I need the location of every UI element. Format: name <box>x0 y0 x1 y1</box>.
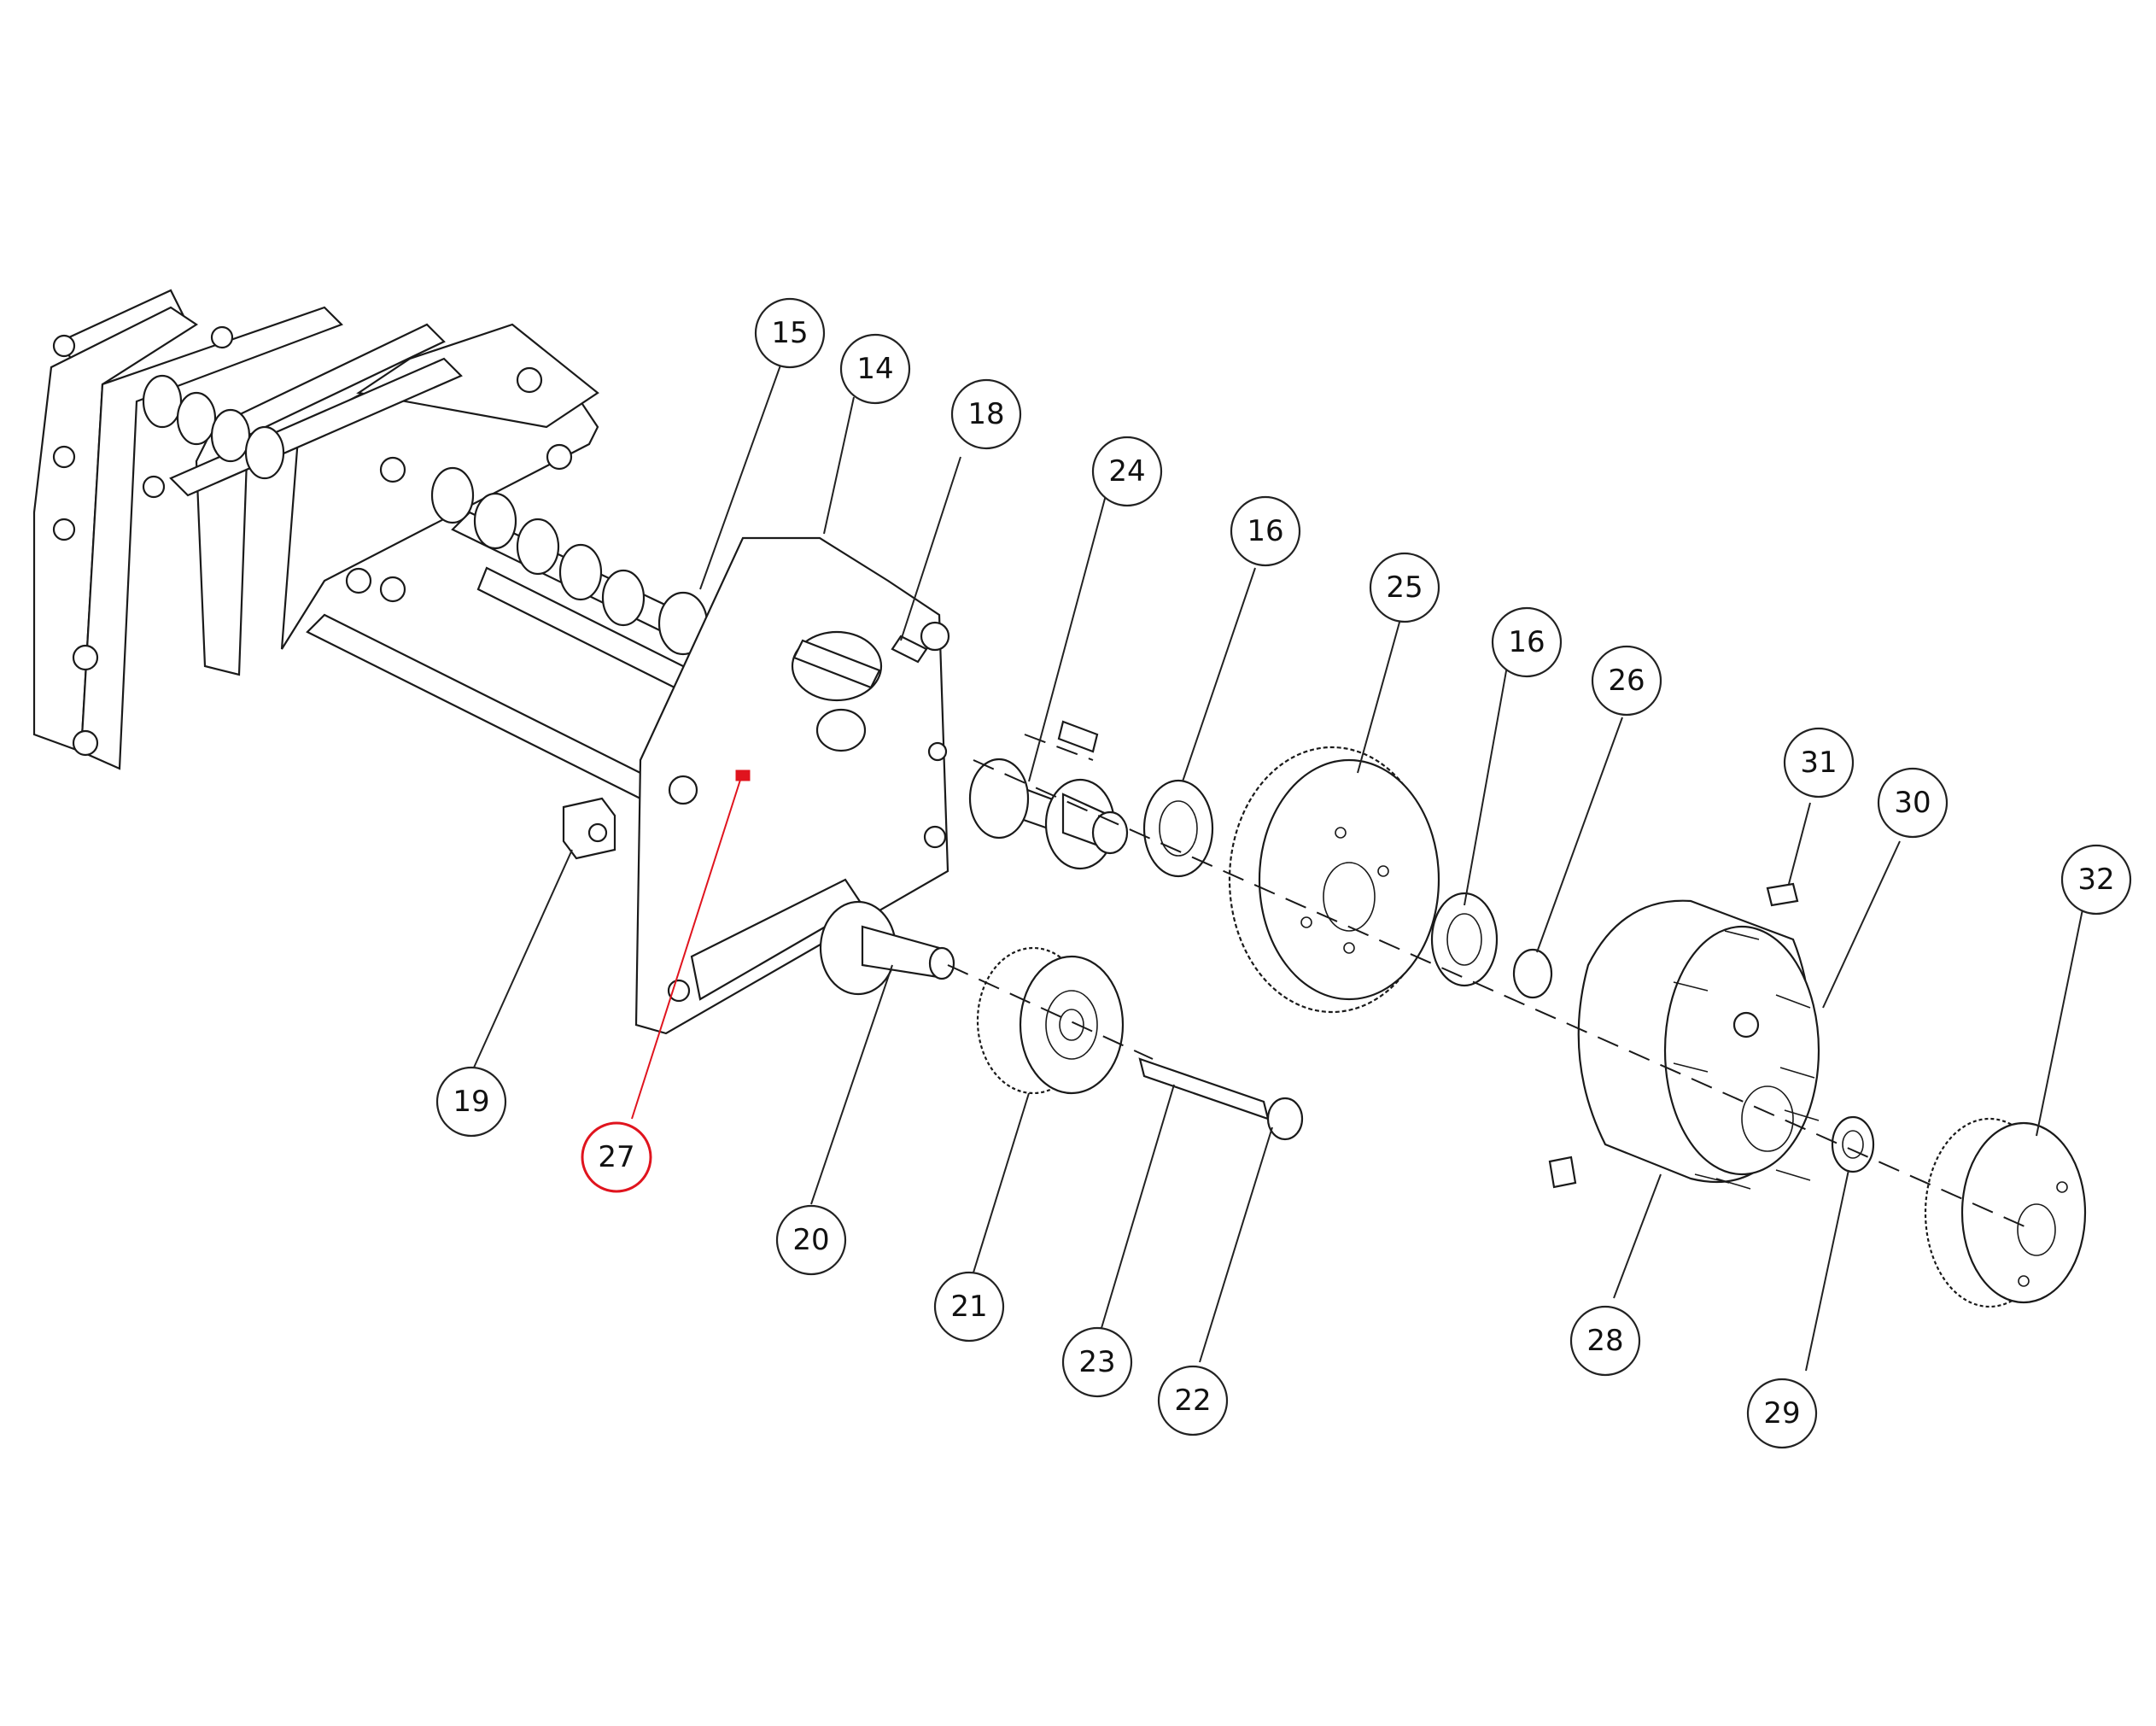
callout-15: 15 <box>754 297 826 369</box>
bearing-left <box>1142 779 1214 878</box>
callout-label-20: 20 <box>792 1223 829 1257</box>
callout-16a: 16 <box>1230 495 1301 567</box>
callout-19: 19 <box>435 1066 507 1138</box>
callout-label-16a: 16 <box>1247 514 1283 548</box>
leader-24 <box>1028 494 1107 782</box>
callout-23: 23 <box>1061 1326 1133 1398</box>
leader-18 <box>900 456 961 641</box>
callout-32: 32 <box>2060 844 2132 916</box>
bearing-right <box>1430 892 1499 987</box>
leader-32 <box>2036 904 2084 1137</box>
leader-31 <box>1788 802 1811 885</box>
leader-29 <box>1805 1169 1849 1372</box>
frame-nuts <box>52 325 573 757</box>
callout-label-29: 29 <box>1763 1396 1800 1431</box>
callout-label-22: 22 <box>1174 1384 1211 1418</box>
callout-29: 29 <box>1746 1378 1818 1449</box>
clutch-housing <box>1577 899 1820 1190</box>
pivot-pin <box>1138 1057 1304 1141</box>
callout-label-14: 14 <box>856 352 893 386</box>
set-screw-top <box>1766 882 1799 907</box>
assembly-drawing <box>32 289 2087 1308</box>
leader-22 <box>1199 1126 1273 1363</box>
callout-label-24: 24 <box>1108 454 1145 489</box>
callout-31: 31 <box>1783 727 1855 799</box>
callout-16b: 16 <box>1491 606 1563 678</box>
callout-26: 26 <box>1591 645 1662 717</box>
callout-label-15: 15 <box>771 316 808 350</box>
large-gear <box>1228 746 1440 1014</box>
callout-22: 22 <box>1157 1365 1229 1436</box>
callout-24: 24 <box>1091 436 1163 507</box>
callout-label-27: 27 <box>598 1140 634 1174</box>
timing-pulley <box>976 946 1125 1095</box>
washer <box>1831 1115 1875 1173</box>
circlip <box>1512 948 1553 999</box>
leader-20 <box>810 964 893 1205</box>
callout-30: 30 <box>1877 767 1949 839</box>
leader-26 <box>1536 717 1623 953</box>
leader-16a <box>1182 567 1256 782</box>
leader-lines <box>473 362 2084 1372</box>
callout-label-16b: 16 <box>1508 625 1545 659</box>
leader-30 <box>1822 840 1901 1009</box>
callout-label-23: 23 <box>1078 1345 1115 1379</box>
callout-label-28: 28 <box>1586 1324 1623 1358</box>
callout-label-26: 26 <box>1608 664 1645 698</box>
callout-label-18: 18 <box>967 397 1004 431</box>
leader-28 <box>1613 1173 1662 1299</box>
callout-label-19: 19 <box>453 1085 489 1119</box>
callout-28: 28 <box>1569 1305 1641 1377</box>
callout-14: 14 <box>839 333 911 405</box>
callout-label-25: 25 <box>1386 570 1423 605</box>
spline-shaft <box>968 720 1129 870</box>
callout-18: 18 <box>950 378 1022 450</box>
callout-label-21: 21 <box>950 1290 987 1324</box>
drive-pulley <box>1924 1117 2087 1308</box>
leader-25 <box>1357 618 1401 774</box>
leader-21 <box>973 1092 1030 1273</box>
callout-27: 27 <box>581 1121 652 1193</box>
callout-label-30: 30 <box>1894 786 1931 820</box>
idler-shaft <box>819 900 955 996</box>
leader-14 <box>823 396 855 535</box>
leader-19 <box>473 849 573 1068</box>
callout-21: 21 <box>933 1271 1005 1343</box>
callout-20: 20 <box>775 1204 847 1276</box>
callouts: 15 14 18 24 16 25 16 26 <box>435 297 2132 1449</box>
assembly-axes <box>947 734 2033 1231</box>
clamp-block <box>562 797 616 860</box>
leader-23 <box>1101 1084 1175 1329</box>
callout-label-31: 31 <box>1800 746 1837 780</box>
worm-shaft <box>142 374 709 656</box>
leader-16b <box>1464 665 1508 906</box>
callout-label-32: 32 <box>2077 863 2114 897</box>
leader-15 <box>699 362 782 590</box>
callout-25: 25 <box>1369 552 1440 623</box>
leader-27 <box>631 776 742 1120</box>
set-screw-bottom <box>1548 1156 1577 1189</box>
